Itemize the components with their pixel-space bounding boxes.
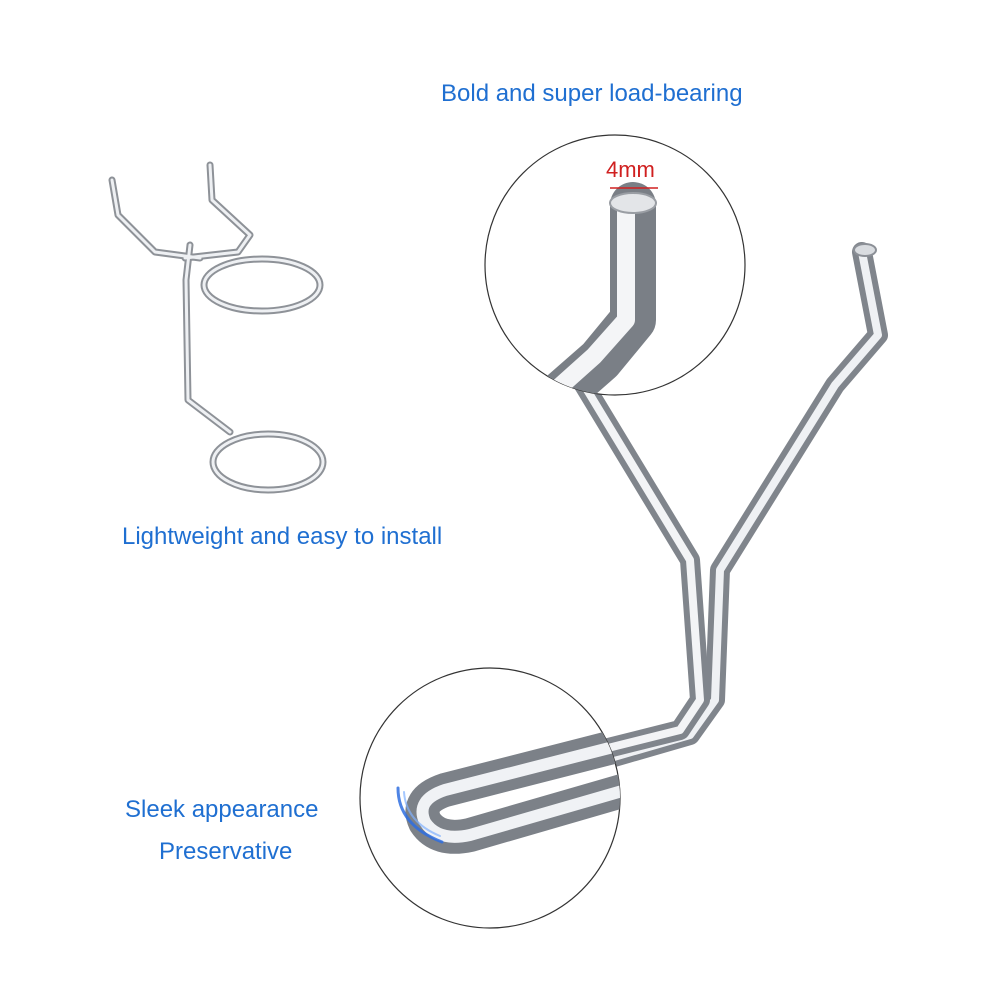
zoom-top-icon [484,134,746,396]
caption-load-bearing: Bold and super load-bearing [441,80,743,107]
caption-preservative: Preservative [159,838,293,865]
caption-lightweight: Lightweight and easy to install [122,523,443,550]
zoom-bottom-icon [359,667,621,929]
sheen-icon [396,786,444,844]
dimension-label: 4mm [606,157,655,182]
small-hook-icon [108,161,327,494]
caption-sleek: Sleek appearance [125,796,319,823]
